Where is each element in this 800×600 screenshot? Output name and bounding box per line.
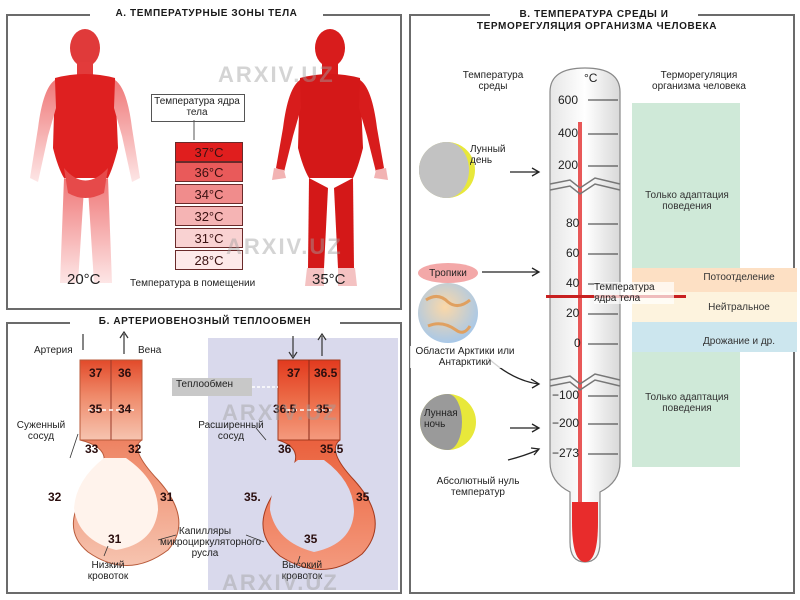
temp-scale-31: 31°C <box>175 228 243 248</box>
high-flow-temp-bottom: 35 <box>304 532 318 546</box>
high-flow-temp-artery-top: 37 <box>287 366 301 380</box>
tick-minus-100: −100 <box>552 388 580 402</box>
low-flow-temp-artery-top: 37 <box>89 366 103 380</box>
thermoregulation-header: Терморегуляция организма человека <box>652 70 746 92</box>
high-flow-temp-vein-mid: 35 <box>316 402 330 416</box>
low-flow-temp-vein-top: 36 <box>118 366 132 380</box>
tick-80: 80 <box>566 216 580 230</box>
core-temp-label: Температура ядра тела <box>154 96 240 118</box>
temp-scale-32: 32°C <box>175 206 243 226</box>
body-figure-cool <box>30 29 140 283</box>
lunar-night-icon <box>420 394 476 450</box>
room-temp-warm: 35°C <box>312 271 346 288</box>
temp-scale-37: 37°C <box>175 142 243 162</box>
low-flow-temp-vein-mid: 34 <box>118 402 132 416</box>
zone-neutral-label: Нейтральное <box>708 302 770 313</box>
label-tropics: Тропики <box>429 268 467 279</box>
temp-scale-28: 28°C <box>175 250 243 270</box>
high-flow-temp-vein-top: 36.5 <box>314 366 338 380</box>
label-narrowed-vessel: Суженный сосуд <box>16 420 66 442</box>
low-flow-temp-bottom: 31 <box>108 532 122 546</box>
vessel-loop-low-flow <box>73 330 180 566</box>
core-temp-pointer <box>193 120 195 140</box>
label-vein: Вена <box>138 345 162 356</box>
panel-a-title: А. ТЕМПЕРАТУРНЫЕ ЗОНЫ ТЕЛА <box>90 8 323 19</box>
label-widened-vessel: Расширенный сосуд <box>198 420 264 442</box>
label-lunar-day: Лунный день <box>470 144 506 166</box>
tick-0: 0 <box>574 336 581 350</box>
label-lunar-night: Лунная ночь <box>424 408 458 430</box>
room-temp-label: Температура в помещении <box>130 278 256 289</box>
label-capillaries: Капилляры микроциркуляторного русла <box>160 526 262 559</box>
core-temp-label-box <box>151 94 245 122</box>
panel-c-title-line1: В. ТЕМПЕРАТУРА СРЕДЫ И <box>490 9 698 20</box>
vessel-loop-high-flow <box>262 332 376 570</box>
thermometer-unit: °C <box>584 71 598 85</box>
zone-shivering <box>632 322 797 352</box>
tick-60: 60 <box>566 246 580 260</box>
tick-minus-200: −200 <box>552 416 580 430</box>
panel-b-title: Б. АРТЕРИОВЕНОЗНЫЙ ТЕПЛООБМЕН <box>70 316 340 327</box>
zone-shivering-label: Дрожание и др. <box>702 336 776 347</box>
lunar-day-icon <box>419 142 475 198</box>
high-flow-temp-vein-low: 35.5 <box>320 442 344 456</box>
high-flow-temp-left-bend: 35. <box>244 490 261 504</box>
label-high-flow: Высокий кровоток <box>281 560 323 582</box>
panel-c-title-line2: ТЕРМОРЕГУЛЯЦИЯ ОРГАНИЗМА ЧЕЛОВЕКА <box>438 21 756 32</box>
high-flow-temp-artery-low: 36 <box>278 442 292 456</box>
low-flow-temp-right-bend: 31 <box>160 490 174 504</box>
tick-400: 400 <box>558 126 579 140</box>
label-heat-exchange: Теплообмен <box>176 379 234 390</box>
zone-sweating-label: Потоотделение <box>703 272 775 283</box>
zone-behavior-top <box>632 103 740 268</box>
watermark: ARXIV.UZ <box>222 400 339 425</box>
room-temp-cool: 20°C <box>67 271 101 288</box>
high-flow-temp-right-bend: 35 <box>356 490 370 504</box>
tick-20: 20 <box>566 306 580 320</box>
tick-minus-273: −273 <box>552 446 580 460</box>
body-figures <box>30 29 388 286</box>
high-flow-temp-artery-mid: 36.5 <box>273 402 297 416</box>
thermometer <box>549 67 621 563</box>
zone-behavior-top-label: Только адаптация поведения <box>645 190 729 212</box>
watermark: ARXIV.UZ <box>222 570 339 595</box>
label-low-flow: Низкий кровоток <box>87 560 129 582</box>
core-temp-thermo-label: Температура ядра тела <box>594 282 674 304</box>
vessel-loops <box>69 330 376 570</box>
temp-scale-36: 36°C <box>175 162 243 182</box>
zone-behavior-bottom <box>632 352 740 467</box>
label-absolute-zero: Абсолютный нуль температур <box>436 476 520 498</box>
temp-scale-34: 34°C <box>175 184 243 204</box>
watermark: ARXIV.UZ <box>218 62 335 87</box>
low-flow-temp-artery-low: 33 <box>85 442 99 456</box>
body-figure-warm <box>272 29 388 286</box>
zone-behavior-bottom-label: Только адаптация поведения <box>645 392 729 414</box>
tick-600: 600 <box>558 93 579 107</box>
low-flow-temp-vein-low: 32 <box>128 442 142 456</box>
env-temp-header: Температура среды <box>462 70 524 92</box>
label-artery: Артерия <box>34 345 73 356</box>
tick-200: 200 <box>558 158 579 172</box>
low-flow-temp-left-bend: 32 <box>48 490 62 504</box>
earth-icon <box>418 263 478 343</box>
low-flow-temp-artery-mid: 35 <box>89 402 103 416</box>
environment-icons <box>418 142 541 461</box>
watermark: ARXIV.UZ <box>226 234 343 259</box>
tick-40: 40 <box>566 276 580 290</box>
label-arctic: Области Арктики или Антарктики <box>410 346 520 368</box>
